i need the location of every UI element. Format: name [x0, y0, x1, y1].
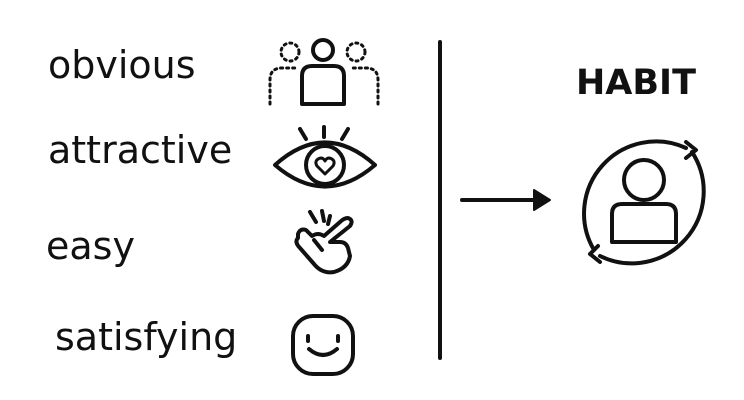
law-label-obvious: obvious [48, 43, 196, 87]
law-label-easy: easy [46, 224, 135, 268]
arrow-right-icon [460, 185, 552, 215]
law-label-satisfying: satisfying [55, 315, 238, 359]
law-label-attractive: attractive [48, 128, 233, 172]
result-title: HABIT [576, 63, 696, 103]
finger-snap-icon [292, 208, 358, 278]
divider-line [438, 40, 442, 360]
smile-face-icon [290, 313, 356, 377]
cycle-person-icon [566, 128, 722, 276]
heart-eye-icon [272, 124, 378, 190]
group-person-icon [266, 38, 382, 108]
